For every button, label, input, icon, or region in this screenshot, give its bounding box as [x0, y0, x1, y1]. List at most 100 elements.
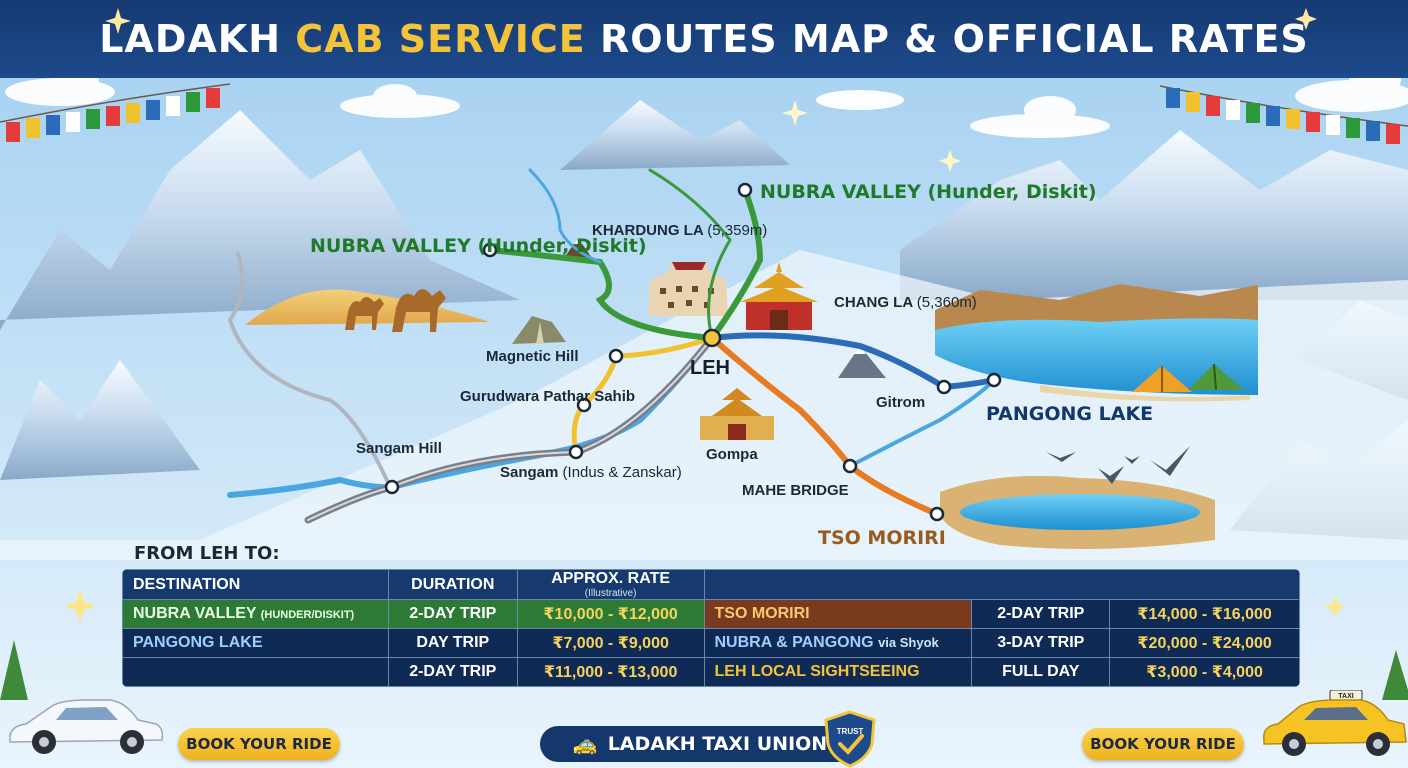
route-lightblue-pangong — [848, 378, 996, 468]
cloud-icon — [5, 78, 115, 106]
row1-left-dest[interactable]: NUBRA VALLEY (HUNDER/DISKIT) — [122, 599, 389, 629]
routes — [227, 168, 997, 524]
row1-right-duration: 2-DAY TRIP — [971, 599, 1111, 629]
taxi-union-name: LADAKH TAXI UNION — [607, 733, 828, 755]
sangam-sub: (Indus & Zanskar) — [562, 464, 682, 481]
monastery-icon — [700, 388, 774, 440]
route-gray-inner — [307, 337, 713, 521]
cloud-icon — [816, 90, 904, 110]
title-part-2: ROUTES MAP & OFFICIAL RATES — [585, 17, 1309, 61]
trust-label: TRUST — [837, 727, 864, 736]
pangong-lake-illustration — [935, 284, 1258, 402]
row2-right-dest[interactable]: NUBRA & PANGONG via Shyok — [703, 628, 973, 658]
monastery-icon — [740, 262, 818, 330]
nubra-left-sub: (Hunder, Diskit) — [477, 235, 647, 257]
row2-right-dest-note: via Shyok — [878, 635, 939, 650]
yellow-taxi-icon: TAXI — [1263, 690, 1407, 756]
row1-left-duration: 2-DAY TRIP — [387, 599, 518, 629]
nubra-desert-illustration — [245, 289, 490, 332]
label-gitrom: Gitrom — [876, 394, 926, 411]
header-destination: DESTINATION — [122, 569, 389, 600]
row2-right-dest-name: NUBRA & PANGONG — [714, 634, 874, 651]
route-nodes — [384, 182, 1002, 522]
nubra-right-sub: (Hunder, Diskit) — [927, 181, 1097, 203]
white-car-icon — [9, 699, 164, 754]
route-green-nubra-left — [487, 247, 715, 341]
book-ride-button-left[interactable]: BOOK YOUR RIDE — [178, 728, 340, 760]
label-sangam-hill: Sangam Hill — [356, 440, 442, 457]
tso-moriri-lake-illustration — [940, 475, 1215, 549]
row1-left-dest-note: (HUNDER/DISKIT) — [260, 609, 355, 621]
row3-right-duration: FULL DAY — [971, 657, 1111, 687]
row3-left-dest — [122, 657, 389, 687]
label-leh: LEH — [690, 357, 730, 379]
label-nubra-right: NUBRA VALLEY (Hunder, Diskit) — [760, 181, 1097, 204]
route-green-thin — [648, 168, 732, 340]
row2-left-rate: ₹7,000 - ₹9,000 — [516, 628, 705, 658]
from-leh-label: FROM LEH TO: — [134, 543, 280, 564]
header-banner: LADAKH CAB SERVICE ROUTES MAP & OFFICIAL… — [0, 0, 1408, 78]
label-mahe-bridge: MAHE BRIDGE — [742, 482, 849, 499]
rates-table: DESTINATION DURATION APPROX. RATE(Illust… — [122, 569, 1300, 687]
book-ride-button-right[interactable]: BOOK YOUR RIDE — [1082, 728, 1244, 760]
prayer-flags-icon — [1159, 85, 1408, 144]
rates-header-row: DESTINATION DURATION APPROX. RATE(Illust… — [122, 569, 1300, 600]
route-gray-thin — [227, 252, 392, 489]
label-gompa: Gompa — [706, 446, 758, 463]
node-nubra-left[interactable] — [482, 242, 498, 258]
cloud-icon — [970, 96, 1110, 138]
title-part-1: LADAKH — [99, 17, 296, 61]
node-tso-moriri[interactable] — [929, 506, 945, 522]
route-map — [0, 78, 1408, 768]
row3-right-rate: ₹3,000 - ₹4,000 — [1109, 657, 1300, 687]
node-pangong[interactable] — [986, 372, 1002, 388]
page-title: LADAKH CAB SERVICE ROUTES MAP & OFFICIAL… — [99, 17, 1309, 61]
taxi-sign-label: TAXI — [1338, 693, 1353, 700]
row2-right-duration: 3-DAY TRIP — [971, 628, 1111, 658]
route-lightblue-top — [528, 168, 602, 264]
table-row: NUBRA VALLEY (HUNDER/DISKIT) 2-DAY TRIP … — [122, 599, 1300, 629]
row2-left-dest[interactable]: PANGONG LAKE — [122, 628, 389, 658]
table-row: 2-DAY TRIP ₹11,000 - ₹13,000 LEH LOCAL S… — [122, 657, 1300, 687]
row2-left-duration: DAY TRIP — [387, 628, 518, 658]
header-rate-text: APPROX. RATE — [551, 570, 671, 587]
node-magnetic-hill[interactable] — [608, 348, 624, 364]
chang-la-alt: (5,360m) — [916, 294, 977, 311]
tree-icon — [0, 640, 1408, 700]
node-leh[interactable] — [702, 328, 722, 348]
node-sangam-hill[interactable] — [384, 479, 400, 495]
camel-icon — [345, 289, 446, 332]
trust-shield-icon: TRUST — [824, 710, 876, 768]
route-orange-tsomoriri — [709, 335, 940, 517]
nubra-left-name: NUBRA VALLEY — [310, 235, 471, 257]
row3-right-dest[interactable]: LEH LOCAL SIGHTSEEING — [703, 657, 973, 687]
row1-right-dest[interactable]: TSO MORIRI — [703, 599, 973, 629]
taxi-icon: 🚕 — [572, 732, 598, 756]
node-nubra-right[interactable] — [737, 182, 753, 198]
route-yellow-magnetic — [571, 335, 715, 455]
node-mahe-bridge[interactable] — [842, 458, 858, 474]
gurudwara-line1: Gurudwara — [460, 388, 540, 405]
label-pangong: PANGONG LAKE — [986, 403, 1154, 425]
bird-icon — [1046, 446, 1190, 484]
khardung-la-alt: (5,359m) — [707, 222, 768, 239]
sangam-hill-line2: Hill — [418, 440, 442, 457]
header-rate: APPROX. RATE(Illustrative) — [516, 569, 705, 600]
tent-icon — [1132, 366, 1192, 392]
node-gurudwara[interactable] — [576, 397, 592, 413]
table-row: PANGONG LAKE DAY TRIP ₹7,000 - ₹9,000 NU… — [122, 628, 1300, 658]
node-sangam[interactable] — [568, 444, 584, 460]
khardung-la-name: KHARDUNG LA — [592, 222, 704, 239]
node-gitrom[interactable] — [936, 379, 952, 395]
title-accent: CAB SERVICE — [295, 17, 586, 61]
label-nubra-left: NUBRA VALLEY (Hunder, Diskit) — [310, 235, 647, 258]
label-gurudwara: Gurudwara Pathar Sahib — [460, 388, 635, 405]
sangam-name: Sangam — [500, 464, 559, 481]
prayer-flags-icon — [0, 83, 231, 142]
route-green-nubra-right — [709, 187, 764, 341]
taxi-union-badge: 🚕 LADAKH TAXI UNION — [540, 726, 860, 762]
label-tso-moriri: TSO MORIRI — [818, 527, 946, 549]
header-empty — [703, 569, 1300, 600]
cloud-icon — [340, 84, 460, 118]
label-magnetic-hill: Magnetic Hill — [486, 348, 579, 365]
